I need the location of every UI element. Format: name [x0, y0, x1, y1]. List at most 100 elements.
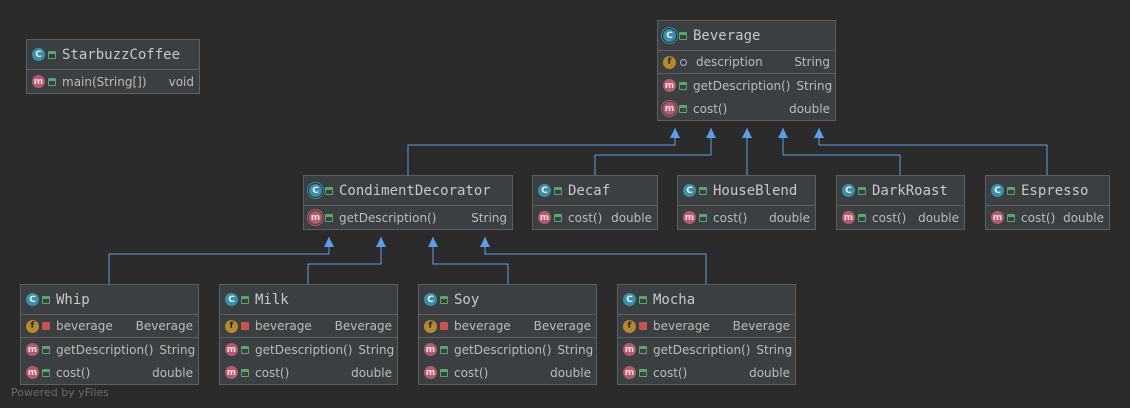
member-type: double — [1063, 210, 1104, 225]
class-icon: C — [32, 48, 45, 61]
member-name: cost() — [693, 101, 728, 116]
member-type: Beverage — [135, 319, 193, 333]
class-icon: C — [683, 184, 696, 197]
method-icon: m — [32, 75, 45, 88]
field-icon: f — [623, 319, 636, 333]
member-name: description — [696, 55, 763, 69]
method-icon: m — [225, 343, 238, 356]
public-icon — [699, 213, 707, 222]
member-name: cost() — [255, 365, 290, 380]
public-icon — [325, 186, 333, 195]
member-name: getDescription() — [339, 210, 437, 225]
member-type: double — [749, 365, 790, 380]
field-icon: f — [225, 319, 238, 333]
public-icon — [858, 186, 866, 195]
edge-whip-condiment — [108, 237, 334, 284]
member-name: beverage — [56, 319, 113, 333]
public-icon — [679, 104, 687, 113]
public-icon — [42, 295, 50, 304]
member-name: getDescription() — [454, 342, 552, 357]
public-icon — [858, 213, 866, 222]
public-icon — [42, 368, 50, 377]
member-type: double — [611, 210, 652, 225]
public-icon — [241, 345, 249, 354]
method-icon: m — [538, 211, 551, 224]
member-type: String — [159, 342, 196, 357]
abstract-class-icon: C — [309, 184, 322, 197]
class-name: Mocha — [653, 291, 696, 308]
edge-milk-condiment — [307, 237, 386, 284]
public-icon — [241, 295, 249, 304]
member-type: double — [152, 365, 193, 380]
member-name: getDescription() — [56, 342, 154, 357]
public-icon — [241, 368, 249, 377]
method-icon: m — [683, 211, 696, 224]
public-icon — [1007, 213, 1015, 222]
member-type: Beverage — [533, 319, 591, 333]
class-name: CondimentDecorator — [339, 182, 491, 199]
field-icon: f — [424, 319, 437, 333]
class-icon: C — [26, 293, 39, 306]
method-icon: m — [623, 343, 636, 356]
field-icon: f — [663, 55, 676, 69]
public-icon — [1007, 186, 1015, 195]
public-icon — [48, 77, 56, 86]
member-name: cost() — [1021, 210, 1056, 225]
class-name: DarkRoast — [872, 182, 948, 199]
public-icon — [679, 81, 687, 90]
member-name: beverage — [454, 319, 511, 333]
node-darkroast[interactable]: C DarkRoast m cost() double — [836, 175, 965, 230]
public-icon — [440, 368, 448, 377]
method-icon: m — [26, 343, 39, 356]
method-icon: m — [663, 79, 676, 92]
member-name: cost() — [568, 210, 603, 225]
edge-mocha-condiment — [480, 237, 707, 284]
private-icon — [440, 322, 448, 330]
public-icon — [639, 295, 647, 304]
public-icon — [679, 31, 687, 40]
public-icon — [48, 50, 56, 59]
method-icon: m — [842, 211, 855, 224]
member-name: cost() — [454, 365, 489, 380]
class-name: Whip — [56, 291, 90, 308]
public-icon — [440, 295, 448, 304]
member-name: cost() — [713, 210, 748, 225]
member-name: cost() — [56, 365, 91, 380]
edge-espresso-beverage — [814, 128, 1048, 175]
node-whip[interactable]: C Whip f beverage Beverage m getDescription(… — [20, 284, 199, 385]
public-icon — [554, 186, 562, 195]
member-type: String — [794, 55, 830, 69]
member-name: getDescription() — [653, 342, 751, 357]
edge-soy-condiment — [428, 237, 509, 284]
abstract-class-icon: C — [663, 29, 676, 42]
abstract-method-icon: m — [663, 102, 676, 115]
member-name: cost() — [872, 210, 907, 225]
class-icon: C — [842, 184, 855, 197]
class-icon: C — [538, 184, 551, 197]
member-name: beverage — [255, 319, 312, 333]
member-name: cost() — [653, 365, 688, 380]
member-name: beverage — [653, 319, 710, 333]
method-icon: m — [225, 366, 238, 379]
method-icon: m — [991, 211, 1004, 224]
class-icon: C — [225, 293, 238, 306]
abstract-method-icon: m — [309, 211, 322, 224]
class-icon: C — [991, 184, 1004, 197]
field-icon: f — [26, 319, 39, 333]
public-icon — [42, 345, 50, 354]
class-name: StarbuzzCoffee — [62, 46, 181, 63]
method-icon: m — [26, 366, 39, 379]
member-type: double — [789, 101, 830, 116]
member-type: String — [756, 342, 793, 357]
member-type: double — [918, 210, 959, 225]
